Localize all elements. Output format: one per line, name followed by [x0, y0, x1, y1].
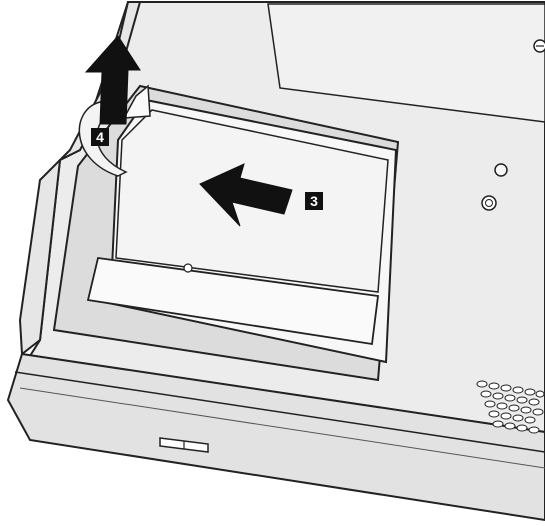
screw-icon [481, 195, 497, 211]
screw-icon [533, 39, 545, 53]
hard-drive-front-lip [86, 256, 380, 346]
laptop-edge-line-2 [19, 387, 545, 469]
laptop-front-edge [6, 352, 545, 522]
laptop-edge-line [14, 371, 545, 453]
lift-arrow-icon [84, 35, 141, 125]
step-label-3: 3 [305, 192, 323, 210]
mounting-hole [494, 163, 508, 177]
drive-screw-hole [183, 263, 193, 273]
access-cover-panel [267, 3, 545, 123]
vent-grille [476, 380, 545, 434]
step-label-4: 4 [91, 128, 109, 146]
hard-drive-pull-tab [122, 84, 151, 119]
push-arrow-icon [199, 163, 293, 227]
pull-strap [78, 101, 128, 177]
